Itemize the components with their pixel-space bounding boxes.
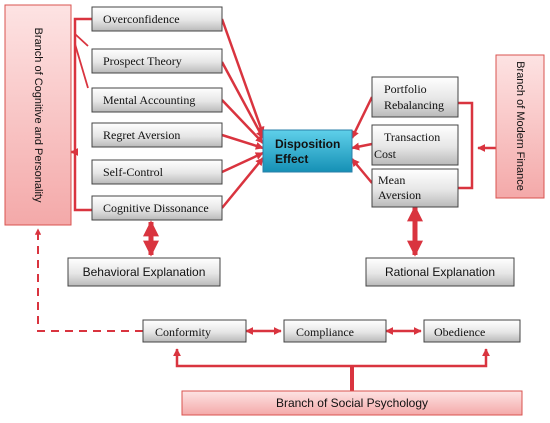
arrow-regret-aversion-to-effect — [221, 133, 264, 150]
behavioral-explanation-label: Behavioral Explanation — [83, 265, 206, 279]
item-transaction-cost-line1: Transaction — [384, 130, 440, 144]
arrow-mean-aversion-to-effect — [351, 158, 373, 184]
item-mental-accounting-label: Mental Accounting — [103, 93, 195, 107]
item-obedience-label: Obedience — [434, 325, 485, 339]
item-compliance-label: Compliance — [296, 325, 354, 339]
disposition-effect-box: Disposition Effect — [262, 129, 353, 173]
rational-explanation-box: Rational Explanation — [365, 257, 515, 287]
finance-branch-label: Branch of Modern Finance — [514, 61, 526, 191]
item-self-control: Self-Control — [91, 159, 223, 185]
item-conformity-label: Conformity — [155, 325, 211, 339]
dashed-arrow-conformity-to-cognitive — [34, 228, 143, 332]
arrow-social-to-obedience — [352, 348, 491, 368]
arrow-portfolio-rebalancing-to-effect — [350, 96, 374, 139]
item-mean-aversion-line2: Aversion — [378, 188, 421, 202]
item-cognitive-dissonance: Cognitive Dissonance — [91, 195, 223, 221]
arrow-overconfidence-to-effect — [220, 18, 265, 135]
social-branch-box: Branch of Social Psychology — [181, 390, 523, 416]
finance-items: Portfolio Rebalancing Transaction Cost M… — [371, 76, 459, 208]
arrow-self-control-to-effect — [221, 151, 264, 174]
item-prospect-theory: Prospect Theory — [91, 48, 223, 74]
item-regret-aversion: Regret Aversion — [91, 122, 223, 148]
disposition-effect-label-line2: Effect — [275, 152, 308, 166]
disposition-effect-label-line1: Disposition — [275, 137, 340, 151]
item-cognitive-dissonance-label: Cognitive Dissonance — [103, 201, 209, 215]
cognitive-items: Overconfidence Prospect Theory Mental Ac… — [91, 6, 223, 221]
connectors — [34, 17, 496, 391]
item-transaction-cost-line2: Cost — [374, 147, 397, 161]
social-items: Conformity Compliance Obedience — [142, 319, 521, 343]
behavioral-explanation-box: Behavioral Explanation — [67, 257, 221, 287]
cognitive-branch-box: Branch of Cognitive and Personality — [4, 4, 72, 226]
arrow-prospect-theory-to-effect — [220, 61, 265, 139]
item-compliance: Compliance — [283, 319, 387, 343]
arrow-cognitive-dissonance-to-effect — [221, 157, 264, 209]
connector-cognitive-item — [74, 43, 89, 89]
item-mean-aversion: Mean Aversion — [371, 168, 459, 208]
item-portfolio-rebalancing-line2: Rebalancing — [384, 98, 444, 112]
item-prospect-theory-label: Prospect Theory — [103, 54, 182, 68]
item-conformity: Conformity — [142, 319, 247, 343]
finance-bracket — [458, 101, 474, 190]
item-obedience: Obedience — [423, 319, 521, 343]
item-regret-aversion-label: Regret Aversion — [103, 128, 180, 142]
item-overconfidence: Overconfidence — [91, 6, 223, 32]
item-mean-aversion-line1: Mean — [378, 173, 405, 187]
cognitive-branch-label: Branch of Cognitive and Personality — [32, 28, 44, 203]
arrow-transaction-cost-to-effect — [351, 142, 373, 151]
item-overconfidence-label: Overconfidence — [103, 12, 180, 26]
connector-cognitive-item — [74, 33, 89, 47]
cognitive-bracket — [73, 17, 92, 212]
arrow-mental-accounting-to-effect — [221, 99, 264, 144]
item-portfolio-rebalancing: Portfolio Rebalancing — [371, 76, 459, 118]
item-self-control-label: Self-Control — [103, 165, 164, 179]
finance-branch-box: Branch of Modern Finance — [495, 54, 545, 199]
rational-explanation-label: Rational Explanation — [385, 265, 495, 279]
social-branch-label: Branch of Social Psychology — [276, 396, 428, 410]
arrow-social-to-conformity — [172, 348, 352, 368]
item-transaction-cost: Transaction Cost — [371, 124, 459, 166]
item-portfolio-rebalancing-line1: Portfolio — [384, 82, 427, 96]
item-mental-accounting: Mental Accounting — [91, 87, 223, 113]
